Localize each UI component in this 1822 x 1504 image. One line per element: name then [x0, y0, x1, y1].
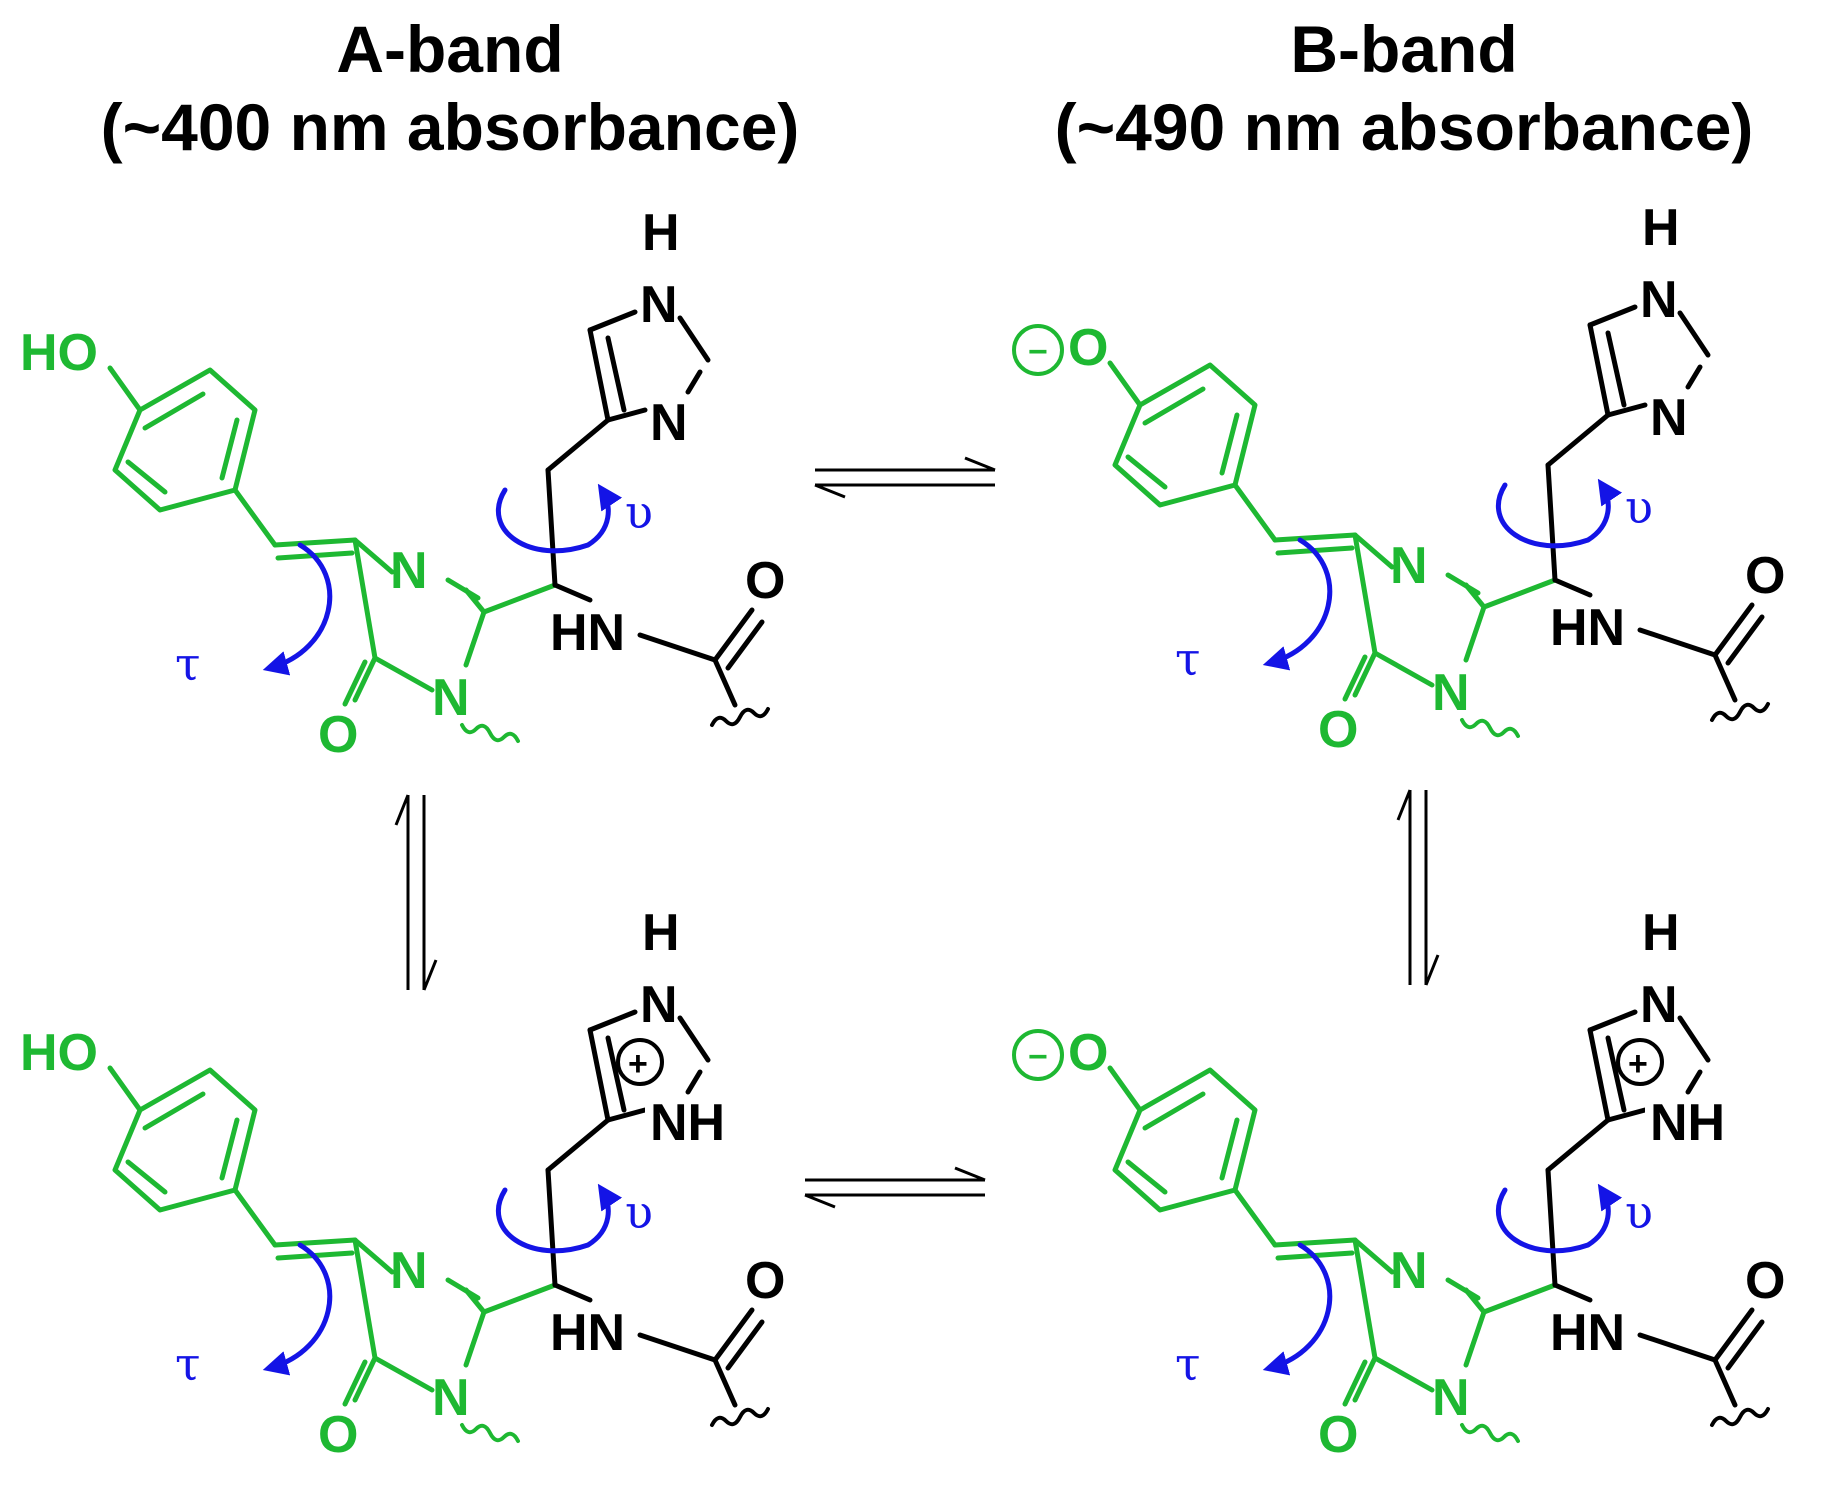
- tau-label: τ: [175, 637, 200, 691]
- b-band-title: B-band: [1290, 12, 1518, 86]
- upsilon-label: υ: [625, 485, 653, 539]
- imidazole-nitrogen-label: N: [650, 394, 688, 452]
- anion-charge-sign: −: [1028, 333, 1048, 371]
- equilibrium-arrow-bottom: [804, 1166, 986, 1209]
- phenol-ring: [107, 365, 358, 561]
- backbone-oxygen-label: O: [745, 552, 785, 610]
- imidazole-nh-nitrogen-label: N: [640, 276, 678, 334]
- amide-nitrogen-label: N: [432, 669, 470, 727]
- chromophore-molecule: HO N N O H N N HN O: [20, 204, 785, 764]
- a-band-heading: A-band (~400 nm absorbance): [0, 10, 900, 166]
- cation-charge-sign: +: [628, 1045, 648, 1083]
- bottom-right-molecule: − O NH +: [1012, 904, 1785, 1464]
- anion-charge-circle: [1012, 324, 1064, 376]
- anion-charge-circle-2: [1012, 1029, 1064, 1081]
- anion-charge-sign-2: −: [1028, 1038, 1048, 1076]
- imine-nitrogen-label: N: [390, 542, 428, 600]
- imidazolinone-ring: [342, 537, 558, 743]
- imidazole-hydrogen-label: H: [642, 204, 680, 262]
- equilibrium-arrow-right: [1396, 789, 1440, 986]
- cation-charge-circle-2: [1616, 1038, 1664, 1086]
- equilibrium-arrow-top: [814, 456, 996, 499]
- imidazolium-nh-label-2: NH: [1650, 1094, 1725, 1152]
- a-band-title: A-band: [336, 12, 564, 86]
- imidazolium-nh-label: NH: [650, 1094, 725, 1152]
- phenolate-oxygen-label-2: O: [1068, 1024, 1108, 1082]
- cation-charge-circle: [616, 1038, 664, 1086]
- backbone-hn-label: HN: [550, 604, 625, 662]
- torsion-arrows: [262, 483, 623, 676]
- b-band-subtitle: (~490 nm absorbance): [1054, 90, 1754, 164]
- carbonyl-oxygen-label: O: [318, 706, 358, 764]
- b-band-heading: B-band (~490 nm absorbance): [954, 10, 1822, 166]
- cation-charge-sign-2: +: [1628, 1045, 1648, 1083]
- phenolate-oxygen-label: O: [1068, 319, 1108, 377]
- equilibrium-arrow-left: [394, 794, 438, 991]
- histidine-residue: [545, 309, 770, 727]
- hydroxyl-label: HO: [20, 324, 98, 382]
- top-right-molecule: − O: [1012, 199, 1785, 759]
- bottom-left-molecule: NH +: [20, 904, 785, 1464]
- a-band-subtitle: (~400 nm absorbance): [100, 90, 800, 164]
